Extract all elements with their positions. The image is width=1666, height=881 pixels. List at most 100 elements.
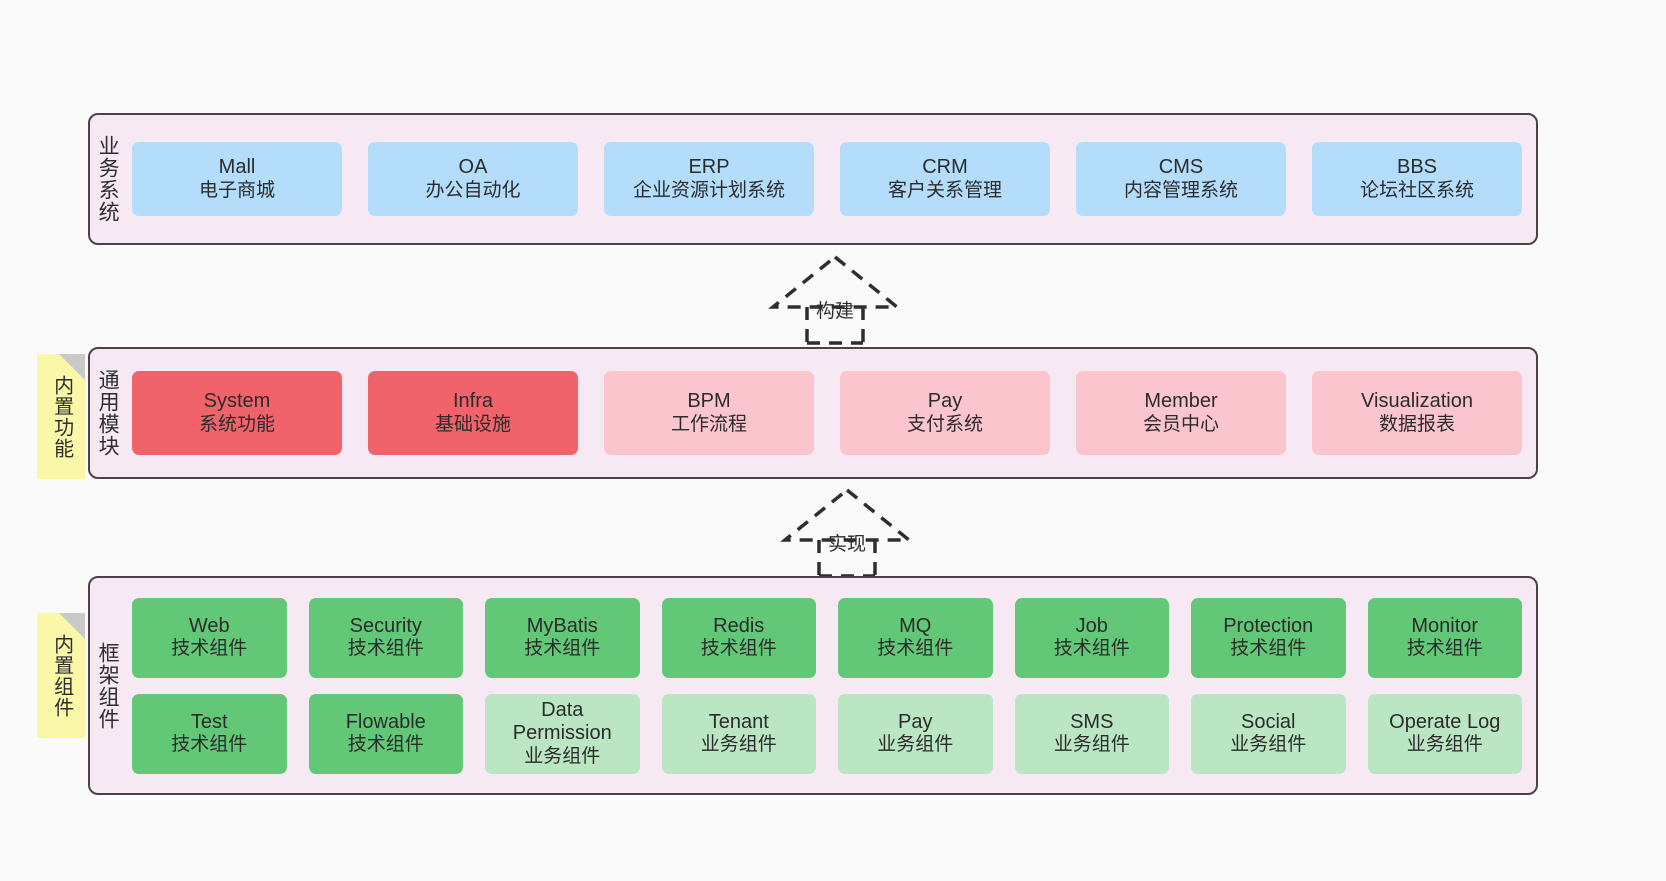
tile-subtitle: 客户关系管理 xyxy=(887,179,1002,201)
tile-name: MQ xyxy=(899,614,932,637)
connector-implement-label: 实现 xyxy=(827,534,867,555)
tile-flowable[interactable]: Flowable 技术组件 xyxy=(308,693,463,774)
tile-subtitle: 电子商城 xyxy=(198,179,275,201)
tile-subtitle: 工作流程 xyxy=(670,413,747,435)
tile-grid-business: Mall 电子商城 OA 办公自动化 ERP 企业资源计划系统 CRM 客户关系… xyxy=(124,115,1536,243)
tile-row: Mall 电子商城 OA 办公自动化 ERP 企业资源计划系统 CRM 客户关系… xyxy=(132,142,1522,216)
tile-social[interactable]: Social 业务组件 xyxy=(1191,693,1346,774)
tile-row: Test 技术组件 Flowable 技术组件 Data Permission … xyxy=(132,693,1522,774)
layer-title-framework: 框架组件 xyxy=(96,641,120,730)
tile-subtitle: 技术组件 xyxy=(700,638,777,660)
tile-name: Operate Log xyxy=(1389,710,1501,733)
tile-name: Mall xyxy=(218,156,256,178)
connector-build-arrow-icon xyxy=(768,254,902,345)
tile-name: System xyxy=(203,390,271,412)
tile-test[interactable]: Test 技术组件 xyxy=(132,693,287,774)
tile-subtitle: 会员中心 xyxy=(1142,413,1219,435)
tile-name: Web xyxy=(188,614,230,637)
tile-subtitle: 技术组件 xyxy=(1406,638,1483,660)
tile-visualization[interactable]: Visualization 数据报表 xyxy=(1312,371,1522,455)
tile-name: OA xyxy=(458,156,488,178)
tile-subtitle: 支付系统 xyxy=(906,413,983,435)
tile-subtitle: 技术组件 xyxy=(171,638,248,660)
tile-subtitle: 业务组件 xyxy=(1230,734,1307,756)
tile-subtitle: 基础设施 xyxy=(434,413,511,435)
tile-subtitle: 内容管理系统 xyxy=(1123,179,1238,201)
tile-subtitle: 业务组件 xyxy=(1406,734,1483,756)
tile-security[interactable]: Security 技术组件 xyxy=(308,597,463,678)
folded-corner-icon xyxy=(59,613,85,639)
tile-crm[interactable]: CRM 客户关系管理 xyxy=(840,142,1050,216)
tile-pay-component[interactable]: Pay 业务组件 xyxy=(838,693,993,774)
layer-common-modules[interactable]: 通用模块 System 系统功能 Infra 基础设施 BPM 工作流程 Pay… xyxy=(88,347,1538,479)
tile-operate-log[interactable]: Operate Log 业务组件 xyxy=(1367,693,1522,774)
sticky-note-builtin-features: 内置功能 xyxy=(37,354,85,479)
tile-name: CMS xyxy=(1158,156,1204,178)
tile-redis[interactable]: Redis 技术组件 xyxy=(661,597,816,678)
tile-name: Infra xyxy=(452,390,494,412)
tile-subtitle: 业务组件 xyxy=(877,734,954,756)
sticky-note-label: 内置组件 xyxy=(50,633,73,718)
tile-data-permission[interactable]: Data Permission 业务组件 xyxy=(485,693,640,774)
tile-name: BPM xyxy=(687,390,731,412)
tile-name: CRM xyxy=(922,156,968,178)
layer-framework-components[interactable]: 框架组件 Web 技术组件 Security 技术组件 MyBatis 技术组件… xyxy=(88,576,1538,795)
sticky-note-label: 内置功能 xyxy=(50,374,73,459)
tile-job[interactable]: Job 技术组件 xyxy=(1014,597,1169,678)
tile-name: BBS xyxy=(1396,156,1438,178)
tile-subtitle: 技术组件 xyxy=(1053,638,1130,660)
tile-name: Pay xyxy=(927,390,963,412)
tile-subtitle: 论坛社区系统 xyxy=(1359,179,1474,201)
tile-name: Redis xyxy=(713,614,765,637)
tile-web[interactable]: Web 技术组件 xyxy=(132,597,287,678)
tile-subtitle: 业务组件 xyxy=(524,745,601,767)
tile-grid-common: System 系统功能 Infra 基础设施 BPM 工作流程 Pay 支付系统… xyxy=(124,349,1536,477)
layer-business-systems[interactable]: 业务系统 Mall 电子商城 OA 办公自动化 ERP 企业资源计划系统 CRM… xyxy=(88,113,1538,245)
connector-build: 构建 xyxy=(745,251,925,345)
tile-sms[interactable]: SMS 业务组件 xyxy=(1014,693,1169,774)
tile-name: Monitor xyxy=(1411,614,1479,637)
tile-subtitle: 系统功能 xyxy=(198,413,275,435)
tile-subtitle: 业务组件 xyxy=(700,734,777,756)
tile-oa[interactable]: OA 办公自动化 xyxy=(368,142,578,216)
tile-mq[interactable]: MQ 技术组件 xyxy=(838,597,993,678)
tile-subtitle: 技术组件 xyxy=(171,734,248,756)
tile-subtitle: 技术组件 xyxy=(347,638,424,660)
tile-name: SMS xyxy=(1070,710,1114,733)
tile-subtitle: 技术组件 xyxy=(524,638,601,660)
tile-grid-framework: Web 技术组件 Security 技术组件 MyBatis 技术组件 Redi… xyxy=(124,578,1536,793)
tile-name: Pay xyxy=(898,710,933,733)
sticky-note-builtin-components: 内置组件 xyxy=(37,613,85,738)
tile-name: Flowable xyxy=(345,710,426,733)
layer-title-business: 业务系统 xyxy=(96,135,120,223)
tile-name: Protection xyxy=(1223,614,1314,637)
tile-name: MyBatis xyxy=(526,614,598,637)
tile-monitor[interactable]: Monitor 技术组件 xyxy=(1367,597,1522,678)
tile-bbs[interactable]: BBS 论坛社区系统 xyxy=(1312,142,1522,216)
tile-member[interactable]: Member 会员中心 xyxy=(1076,371,1286,455)
tile-subtitle: 数据报表 xyxy=(1378,413,1455,435)
tile-name: Tenant xyxy=(708,710,769,733)
folded-corner-icon xyxy=(59,354,85,380)
tile-infra[interactable]: Infra 基础设施 xyxy=(368,371,578,455)
tile-name: Visualization xyxy=(1361,390,1473,412)
tile-mybatis[interactable]: MyBatis 技术组件 xyxy=(485,597,640,678)
tile-row: Web 技术组件 Security 技术组件 MyBatis 技术组件 Redi… xyxy=(132,597,1522,678)
tile-erp[interactable]: ERP 企业资源计划系统 xyxy=(604,142,814,216)
tile-mall[interactable]: Mall 电子商城 xyxy=(132,142,342,216)
tile-protection[interactable]: Protection 技术组件 xyxy=(1191,597,1346,678)
connector-build-label: 构建 xyxy=(815,301,855,322)
tile-tenant[interactable]: Tenant 业务组件 xyxy=(661,693,816,774)
tile-subtitle: 技术组件 xyxy=(1230,638,1307,660)
tile-name: Data Permission xyxy=(512,698,612,745)
tile-cms[interactable]: CMS 内容管理系统 xyxy=(1076,142,1286,216)
tile-pay-module[interactable]: Pay 支付系统 xyxy=(840,371,1050,455)
tile-name: Security xyxy=(349,614,422,637)
tile-subtitle: 企业资源计划系统 xyxy=(632,179,785,201)
tile-bpm[interactable]: BPM 工作流程 xyxy=(604,371,814,455)
tile-subtitle: 技术组件 xyxy=(877,638,954,660)
tile-name: Job xyxy=(1075,614,1108,637)
tile-name: Test xyxy=(190,710,228,733)
tile-system[interactable]: System 系统功能 xyxy=(132,371,342,455)
